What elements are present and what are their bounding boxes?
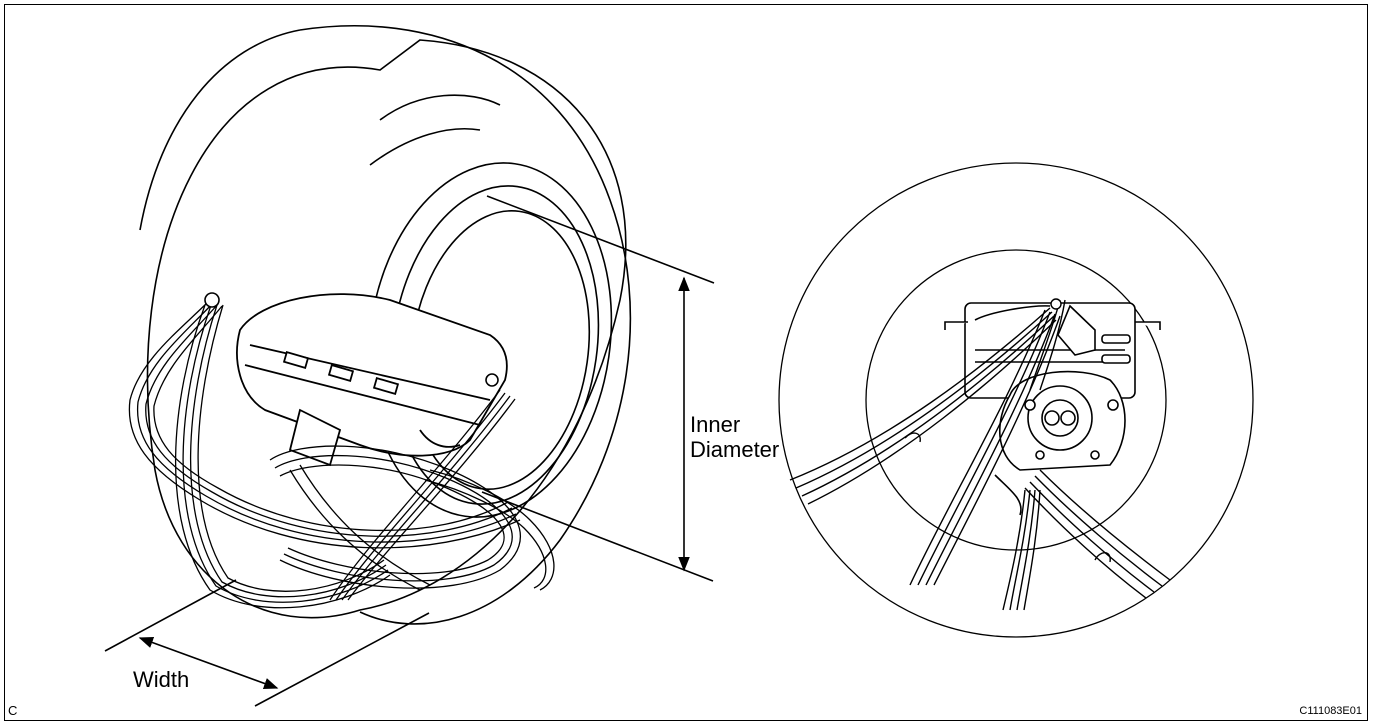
- figure-border: [4, 4, 1368, 721]
- figure-code: C111083E01: [1299, 705, 1362, 717]
- tire-tread-edge: [299, 24, 632, 625]
- width-extension-right: [254, 612, 430, 707]
- airbag-module-left: [236, 293, 508, 467]
- corner-letter: C: [8, 703, 18, 718]
- inner-diameter-dimension: [481, 195, 715, 582]
- tire-side-outer: [778, 162, 1254, 638]
- wire-bundles-right: [789, 299, 1171, 611]
- width-label: Width: [133, 667, 190, 692]
- wire-bundles-left: [128, 299, 555, 609]
- tire-outer-silhouette: [146, 39, 627, 619]
- width-arrow: [138, 637, 279, 689]
- clip-left: [204, 292, 499, 387]
- width-dimension: [104, 579, 430, 707]
- airbag-module-right: [944, 302, 1161, 516]
- inner-diameter-label-line1: Inner: [690, 412, 741, 437]
- inner-diameter-label-line2: Diameter: [690, 437, 780, 463]
- wire-hooks-right: [904, 298, 1111, 563]
- width-extension-left: [104, 579, 237, 652]
- inner-diameter-extension-bottom: [481, 491, 714, 582]
- tire-perspective: [139, 24, 632, 625]
- inner-diameter-extension-top: [486, 195, 715, 284]
- inner-diameter-label: Inner Diameter: [690, 412, 779, 463]
